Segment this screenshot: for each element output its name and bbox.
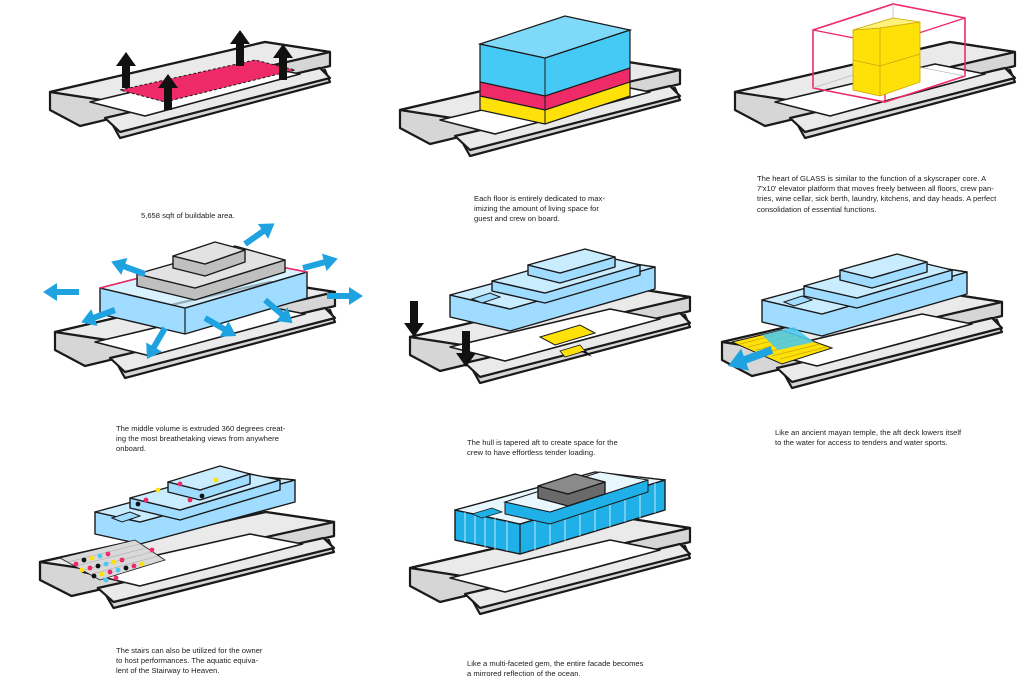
panel-extruded (43, 215, 363, 380)
outward-arrow-icon (239, 215, 280, 252)
caption-extruded: The middle volume is extruded 360 degree… (116, 424, 286, 454)
panel-facade (408, 471, 692, 616)
caption-floors: Each floor is entirely dedicated to max-… (474, 194, 605, 224)
panel-aft-deck (720, 253, 1004, 390)
audience-figures (73, 477, 219, 583)
caption-core: The heart of GLASS is similar to the fun… (757, 174, 997, 214)
down-arrow-icon (404, 301, 424, 337)
panel-floors (398, 15, 682, 158)
outward-arrow-icon (43, 283, 79, 301)
panel-tapered (404, 248, 692, 385)
caption-buildable-area: 5,658 sqft of buildable area. (141, 211, 235, 220)
caption-facade: Like a multi-faceted gem, the entire fac… (467, 659, 644, 679)
buildable-area-plane (119, 59, 296, 103)
caption-tapered: The hull is tapered aft to create space … (467, 438, 618, 458)
panel-stairs (38, 465, 336, 610)
tender-arrow-icon (580, 351, 592, 357)
caption-stairs: The stairs can also be utilized for the … (116, 646, 263, 676)
panel-buildable-area (48, 30, 332, 140)
panel-core (733, 3, 1017, 140)
caption-mayan: Like an ancient mayan temple, the aft de… (775, 428, 962, 448)
